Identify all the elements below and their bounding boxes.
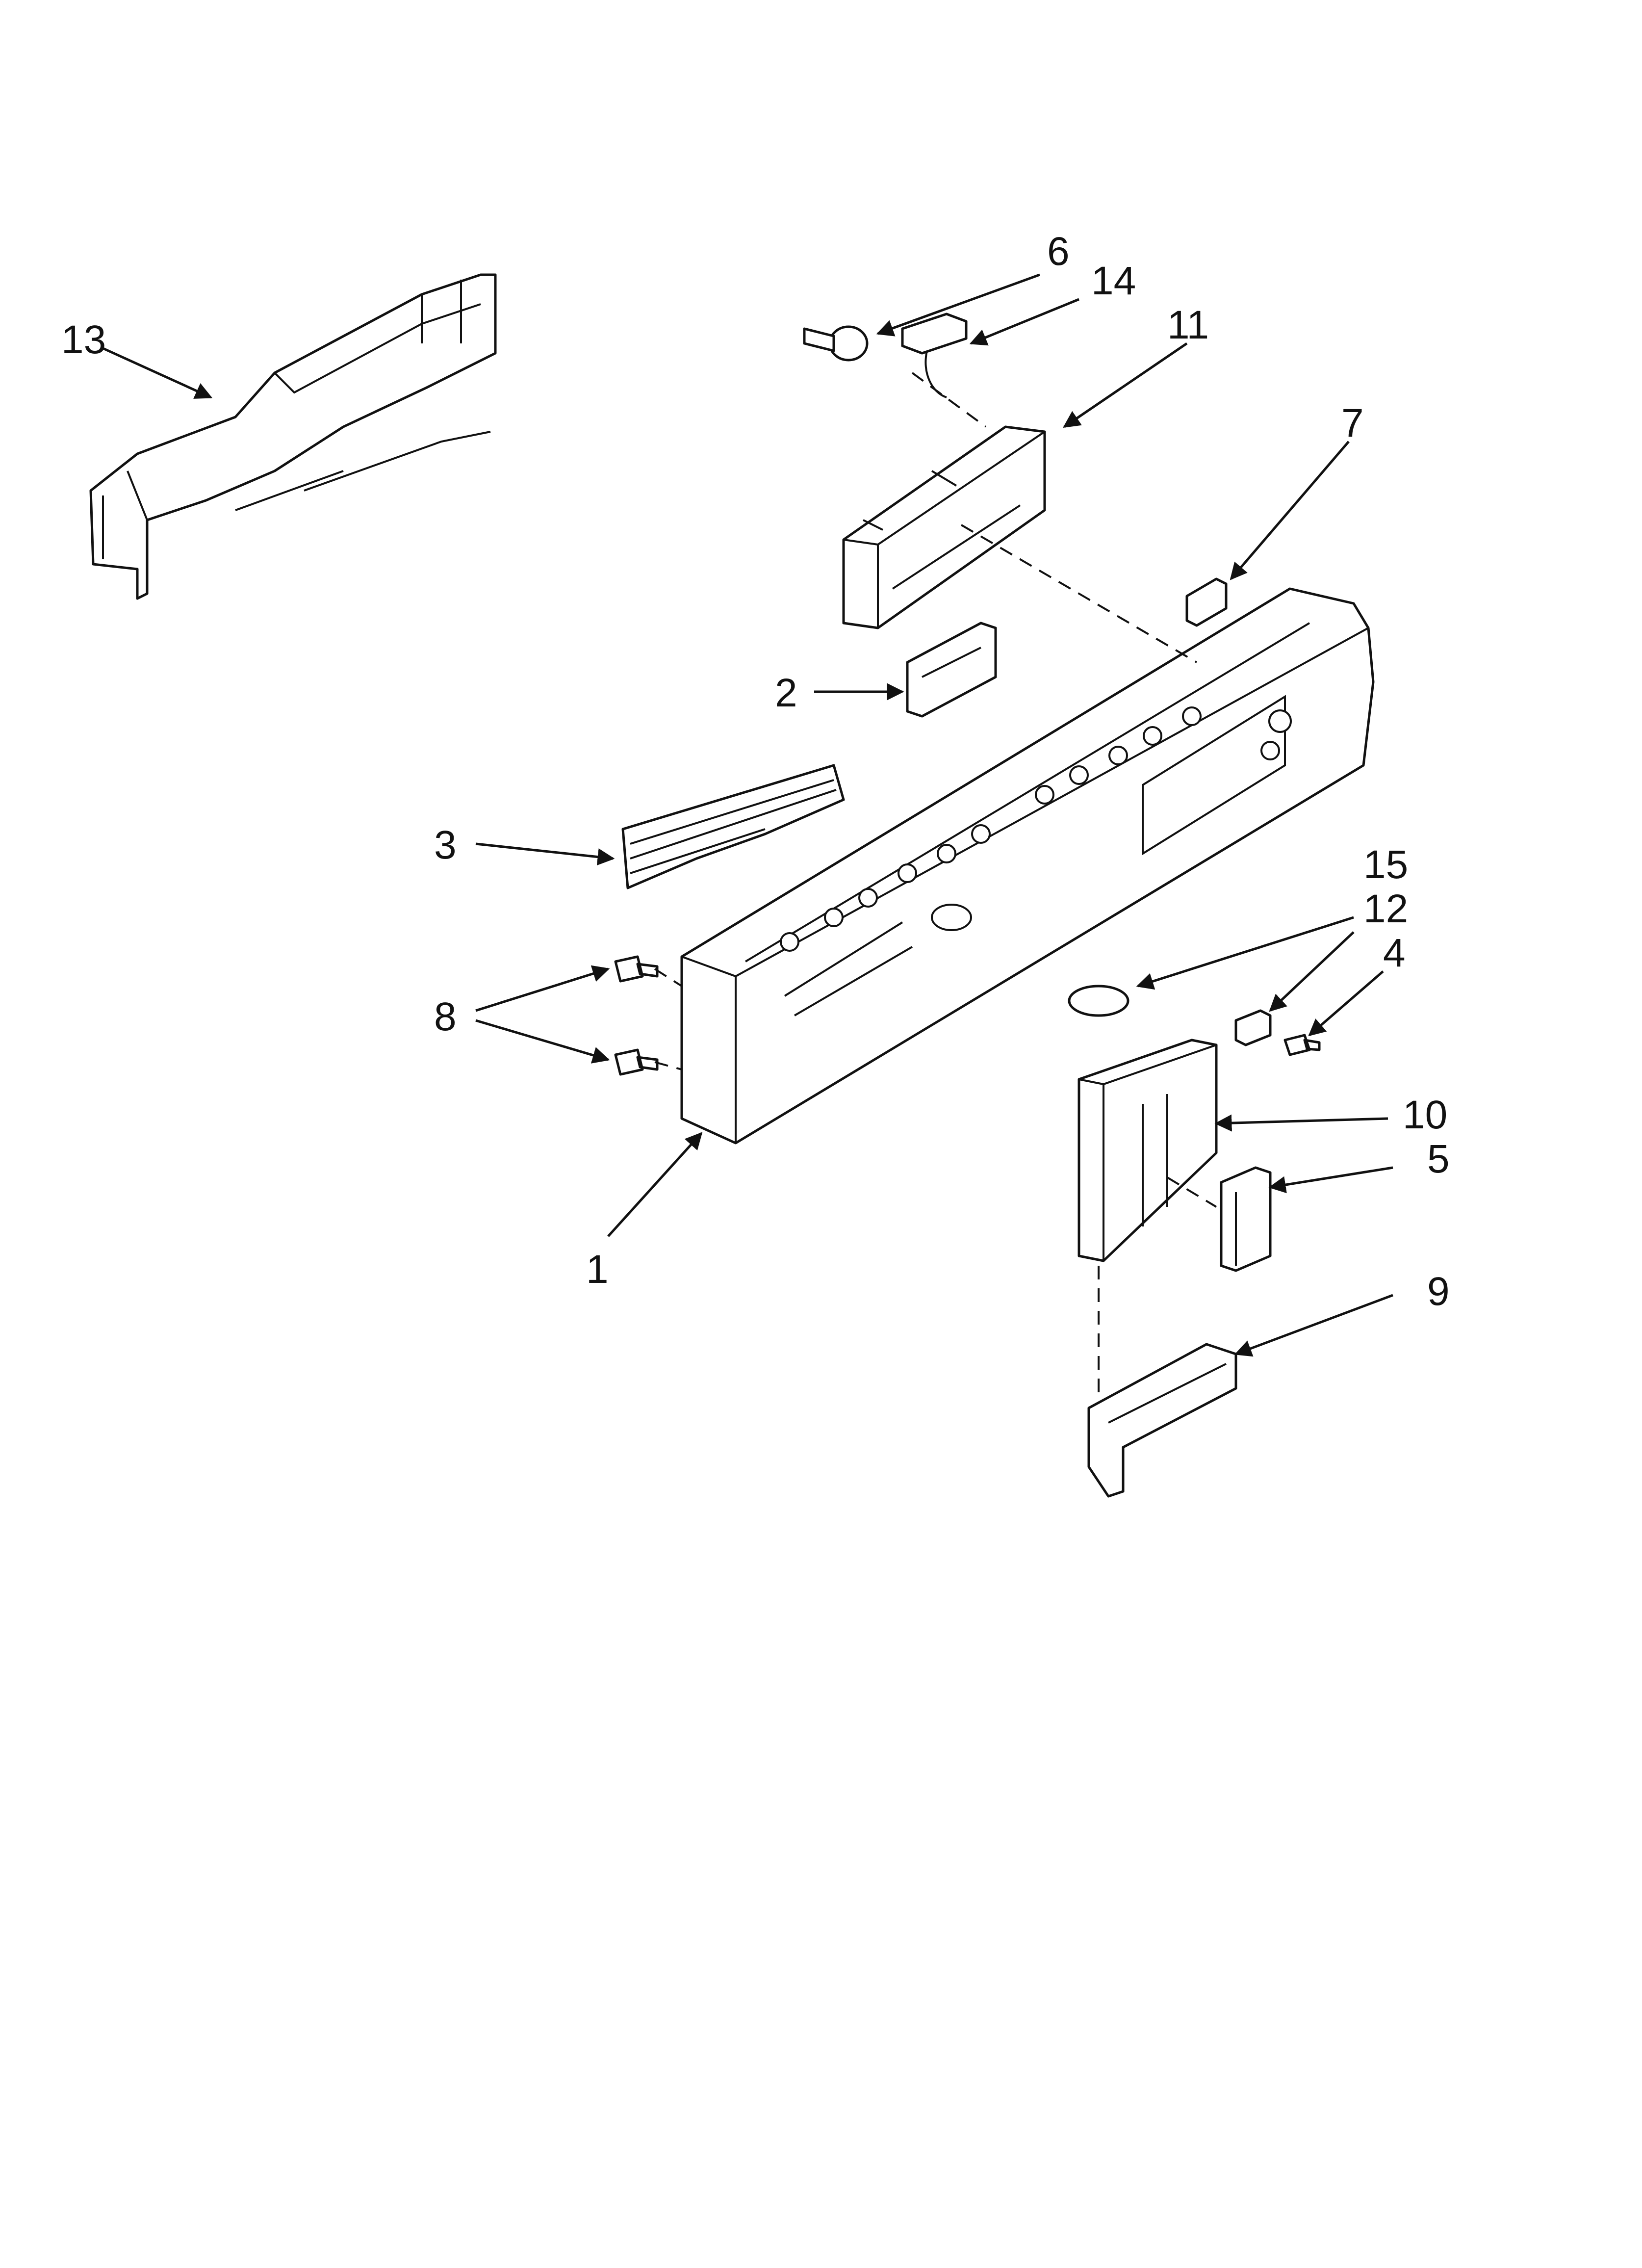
callout-4: 4	[1383, 931, 1406, 975]
callout-labels: 1 2 3 4 5 6 7 8 9 10 11 12 13 14 15	[61, 229, 1450, 1314]
callout-2: 2	[775, 671, 797, 715]
callout-12: 12	[1363, 886, 1408, 931]
part-8-screws	[614, 955, 659, 1076]
part-10-bracket	[1078, 1039, 1218, 1262]
part-3-ribbon-cable	[621, 764, 845, 889]
callout-5: 5	[1427, 1137, 1450, 1181]
part-1-control-panel	[680, 587, 1375, 1145]
part-11-control-board	[842, 425, 1046, 629]
callout-1: 1	[586, 1247, 609, 1292]
part-9-lower-bracket	[1087, 1343, 1237, 1498]
part-4-screw	[1283, 1034, 1321, 1056]
part-13-bracket	[89, 273, 497, 600]
callout-15: 15	[1363, 842, 1408, 887]
part-7-clip	[1185, 577, 1228, 627]
callout-3: 3	[434, 823, 457, 867]
panel-buttons	[780, 706, 1202, 952]
assembly-lines	[654, 372, 1217, 1398]
callout-7: 7	[1341, 401, 1364, 445]
callout-6: 6	[1047, 229, 1070, 274]
callout-13: 13	[61, 317, 106, 362]
callout-8: 8	[434, 994, 457, 1039]
leader-lines	[102, 273, 1393, 1357]
part-5-clip	[1220, 1166, 1272, 1272]
callout-11: 11	[1167, 303, 1209, 347]
callout-14: 14	[1091, 259, 1136, 303]
part-2-bracket	[906, 622, 997, 718]
part-12-clip	[1234, 1009, 1272, 1046]
part-14-clip	[901, 313, 968, 398]
callout-9: 9	[1427, 1269, 1450, 1314]
part-15-badge	[1068, 985, 1129, 1017]
callout-10: 10	[1403, 1093, 1447, 1137]
part-6-fuse	[803, 325, 869, 362]
